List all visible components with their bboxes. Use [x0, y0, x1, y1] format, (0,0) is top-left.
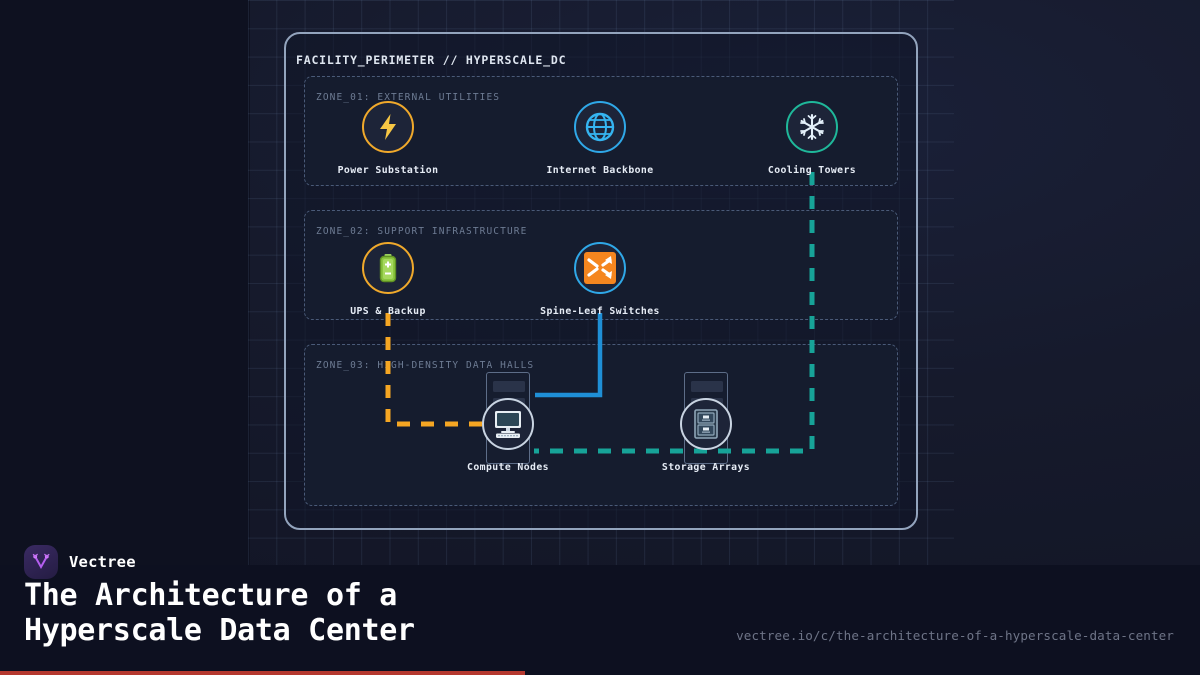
connector-power-feed [385, 313, 482, 427]
node-compute-nodes-label: Compute Nodes [467, 462, 549, 473]
rack-bay [493, 381, 525, 392]
zone-support-infrastructure-label: ZONE_02: SUPPORT INFRASTRUCTURE [316, 226, 528, 237]
lightning-bolt-icon [375, 113, 401, 141]
node-cooling-towers[interactable]: Cooling Towers [742, 101, 882, 176]
connector-cooling-loop [534, 172, 815, 454]
node-cooling-towers-circle [786, 101, 838, 153]
node-compute-nodes[interactable]: Compute Nodes [438, 372, 578, 473]
node-ups-backup-circle [362, 242, 414, 294]
node-spine-leaf-switches[interactable]: Spine-Leaf Switches [530, 242, 670, 317]
node-internet-backbone[interactable]: Internet Backbone [530, 101, 670, 176]
node-spine-leaf-switches-circle [574, 242, 626, 294]
brand-name: Vectree [69, 553, 136, 571]
battery-icon [378, 253, 398, 283]
globe-icon [585, 112, 615, 142]
diagram-stage: FACILITY_PERIMETER // HYPERSCALE_DC ZONE… [284, 32, 918, 530]
connector-layer [385, 172, 815, 454]
node-power-substation-label: Power Substation [337, 165, 439, 176]
page-title: The Architecture of a Hyperscale Data Ce… [24, 578, 415, 648]
node-cooling-towers-label: Cooling Towers [767, 165, 857, 176]
page-title-line-1: The Architecture of a [24, 578, 397, 613]
zone-high-density-data-halls-label: ZONE_03: HIGH-DENSITY DATA HALLS [316, 360, 535, 371]
snowflake-icon [798, 113, 826, 141]
shuffle-icon [584, 252, 616, 284]
node-spine-leaf-switches-label: Spine-Leaf Switches [540, 306, 660, 317]
footer: Vectree The Architecture of a Hyperscale… [0, 545, 1200, 675]
node-power-substation-circle [362, 101, 414, 153]
vectree-logo-icon [24, 545, 58, 579]
connector-network-link [535, 313, 603, 398]
node-internet-backbone-label: Internet Backbone [546, 165, 654, 176]
facility-perimeter-label: FACILITY_PERIMETER // HYPERSCALE_DC [296, 53, 567, 67]
node-ups-backup[interactable]: UPS & Backup [318, 242, 458, 317]
desktop-computer-icon [492, 409, 524, 439]
accent-bar [0, 671, 525, 675]
brand: Vectree [24, 545, 136, 579]
page-url: vectree.io/c/the-architecture-of-a-hyper… [736, 628, 1174, 643]
page-title-line-2: Hyperscale Data Center [24, 613, 415, 649]
node-power-substation[interactable]: Power Substation [318, 101, 458, 176]
node-compute-nodes-circle [482, 398, 534, 450]
footer-background [0, 565, 1200, 675]
rack-bay [691, 381, 723, 392]
file-cabinet-icon [693, 409, 719, 439]
zone-external-utilities-label: ZONE_01: EXTERNAL UTILITIES [316, 92, 501, 103]
node-ups-backup-label: UPS & Backup [350, 306, 426, 317]
node-storage-arrays-circle [680, 398, 732, 450]
node-internet-backbone-circle [574, 101, 626, 153]
node-storage-arrays-label: Storage Arrays [661, 462, 751, 473]
